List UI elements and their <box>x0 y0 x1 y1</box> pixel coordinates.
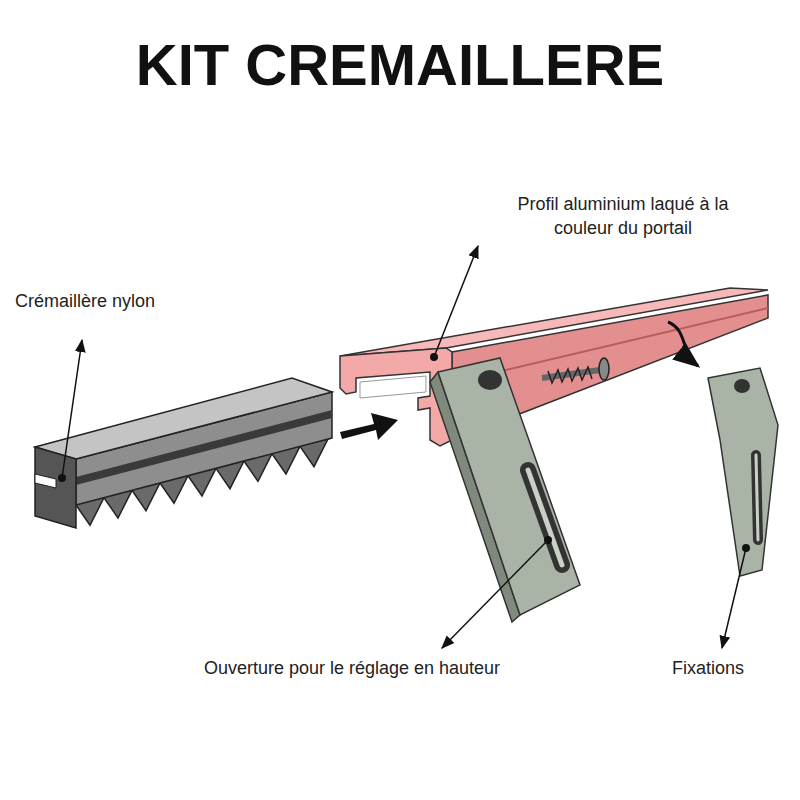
rack-end <box>35 447 76 528</box>
leader-dot <box>58 474 66 482</box>
part-label: Crémaillère nylon <box>15 289 155 313</box>
right-bracket <box>708 368 778 576</box>
left-bracket <box>430 358 580 622</box>
profile-channel <box>360 376 426 398</box>
bracket-plate <box>708 368 778 576</box>
leader-lines <box>58 246 750 648</box>
diagram-title: KIT CREMAILLERE <box>0 36 800 94</box>
screw-thread <box>548 367 592 383</box>
bracket-hole <box>734 379 750 393</box>
part-label: Fixations <box>672 656 744 680</box>
screw-head <box>599 358 609 380</box>
leader-dot <box>430 353 438 361</box>
rack-top <box>35 378 332 459</box>
height-slot <box>528 470 562 565</box>
part-label: Profil aluminium laqué à la couleur du p… <box>489 192 757 240</box>
leader-dot <box>742 544 750 552</box>
bracket-plate <box>438 358 580 615</box>
profile-top <box>340 288 768 356</box>
leader-line <box>62 340 82 478</box>
rack-slot <box>35 474 56 488</box>
height-slot <box>756 455 758 540</box>
leader-dot <box>544 536 552 544</box>
fit-arrow <box>668 322 698 366</box>
bracket-hole <box>478 370 502 390</box>
height-slot-inner <box>528 470 562 565</box>
height-slot-inner <box>756 455 758 540</box>
leader-line <box>722 548 746 648</box>
leader-line <box>434 246 478 357</box>
aluminium-profile <box>340 288 768 446</box>
nylon-rack <box>35 378 332 528</box>
insert-arrow <box>340 413 398 440</box>
screw <box>542 358 609 383</box>
part-label: Ouverture pour le réglage en hauteur <box>192 656 512 680</box>
leader-line <box>442 540 548 648</box>
